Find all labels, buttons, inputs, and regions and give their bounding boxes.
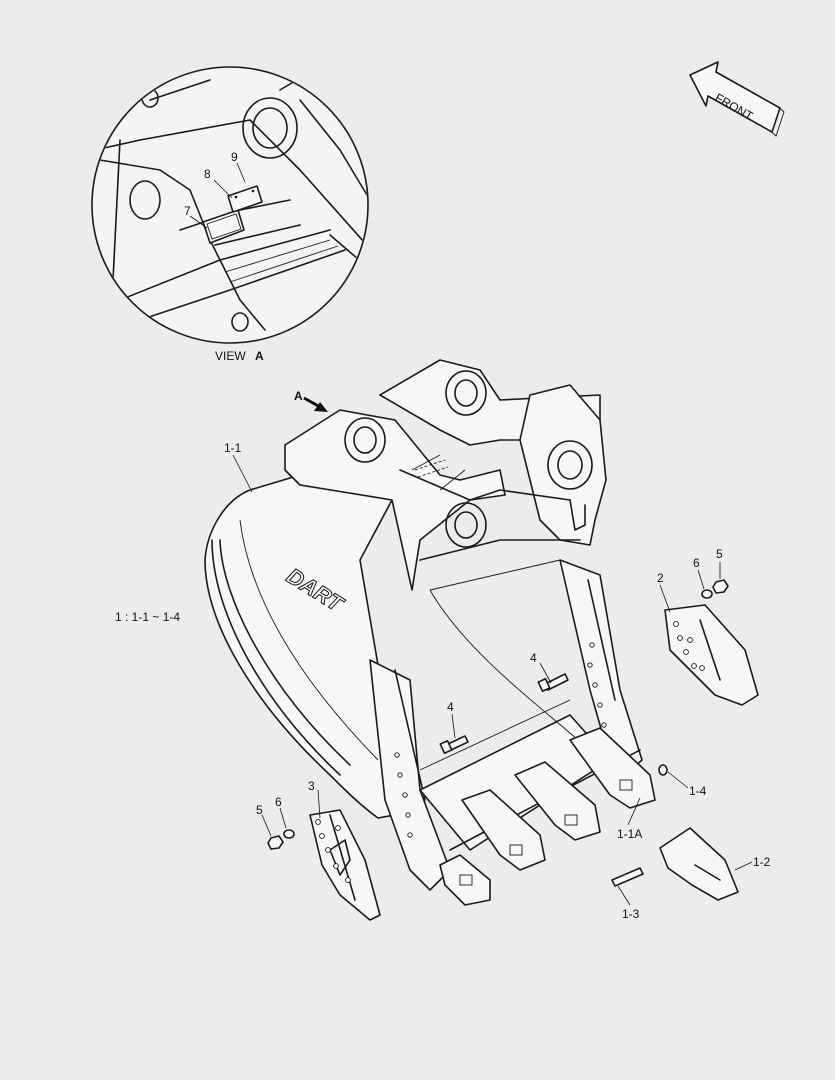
callout-8: 8	[204, 167, 211, 181]
pin-part	[611, 867, 644, 887]
view-letter: A	[255, 349, 264, 363]
callout-1-1A: 1-1A	[617, 827, 642, 841]
lock-part	[658, 764, 668, 776]
bucket-teeth	[439, 727, 656, 906]
callout-1-2: 1-2	[753, 855, 771, 869]
callout-4-left: 4	[447, 700, 454, 714]
callout-6-left: 6	[275, 795, 282, 809]
side-cutter-right	[664, 604, 759, 706]
side-cutter-left	[309, 809, 381, 921]
bucket-assembly: DART	[204, 359, 656, 906]
callout-3: 3	[308, 779, 315, 793]
assembly-note: 1 : 1-1 ~ 1-4	[115, 610, 180, 624]
callout-6-right: 6	[693, 556, 700, 570]
front-arrow-icon: FRONT	[689, 61, 785, 137]
view-a-detail	[91, 66, 369, 344]
callout-1-1: 1-1	[224, 441, 242, 455]
callout-5-left: 5	[256, 803, 263, 817]
callout-5-right: 5	[716, 547, 723, 561]
view-arrow-icon	[303, 396, 328, 412]
bolt-parts	[439, 673, 569, 755]
plate-7	[202, 209, 245, 244]
plate-8	[227, 185, 263, 213]
view-label: VIEW	[215, 349, 246, 363]
tooth-part	[659, 827, 739, 901]
view-arrow-letter: A	[294, 389, 303, 403]
callout-7: 7	[184, 204, 191, 218]
nut-washer-parts	[267, 579, 729, 850]
callout-2: 2	[657, 571, 664, 585]
callout-1-3: 1-3	[622, 907, 640, 921]
callout-4-right: 4	[530, 651, 537, 665]
leader-lines	[232, 454, 753, 906]
callout-9: 9	[231, 150, 238, 164]
callout-1-4: 1-4	[689, 784, 707, 798]
